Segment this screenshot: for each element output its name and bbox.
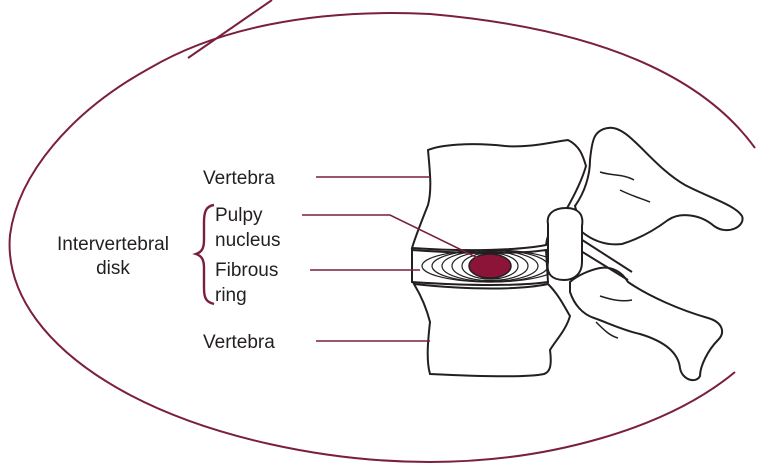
label-ring: ring [215,285,247,306]
label-intervertebral: Intervertebral [57,234,169,255]
label-fibrous: Fibrous [215,260,278,281]
magnifier-pointer-line [188,0,272,58]
lower-vertebral-body [414,284,570,376]
label-disk: disk [96,258,130,279]
label-vertebra-top: Vertebra [203,168,275,189]
upper-posterior-process [575,128,743,245]
label-vertebra-bottom: Vertebra [203,332,275,353]
pulpy-nucleus [469,254,511,278]
lower-posterior-process [570,268,722,381]
label-nucleus: nucleus [215,230,281,251]
pedicle-block [548,208,583,280]
label-pulpy: Pulpy [215,205,263,226]
disk-brace [196,205,214,304]
